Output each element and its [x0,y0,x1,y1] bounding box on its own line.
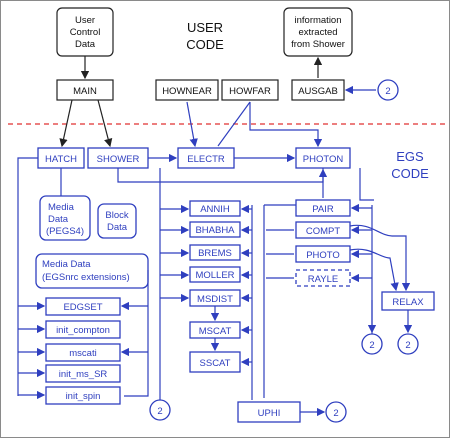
moller-label: MOLLER [195,270,234,281]
connector-circle-photon [361,333,383,355]
init-compton-label: init_compton [56,325,110,336]
shower-label: SHOWER [97,154,140,165]
photo-box[interactable]: PHOTO [295,245,351,263]
sscat-label: SSCAT [200,358,231,369]
hatch-box[interactable]: HATCH [37,147,85,169]
user-code-title-line1: USER [187,20,223,35]
brems-box[interactable]: BREMS [189,244,241,261]
hownear-box[interactable]: HOWNEAR [155,79,219,101]
main-to-hatch-arrow [59,99,73,148]
bhabha-label: BHABHA [195,225,235,236]
mscat-box[interactable]: MSCAT [189,321,241,339]
egs-code-title-line1: EGS [396,149,424,164]
user-control-line3: Data [75,39,96,50]
photon-label: PHOTON [303,154,344,165]
media-pegs-line3: (PEGS4) [46,226,84,237]
user-control-data-box[interactable]: User Control Data [56,7,114,57]
compt-to-relax-arrow [349,224,411,292]
connector-circle-ausgab [377,79,399,101]
block-data-box[interactable]: Block Data [97,203,137,239]
mscati-box[interactable]: mscati [45,343,121,362]
connector-label-ausgab: 2 [385,86,390,97]
mscat-label: MSCAT [199,326,232,337]
annih-label: ANNIH [200,204,230,215]
ausgab-box[interactable]: AUSGAB [291,79,345,101]
relax-box[interactable]: RELAX [381,291,435,311]
information-extracted-box[interactable]: information extracted from Shower [283,7,353,57]
annih-box[interactable]: ANNIH [189,200,241,217]
pair-box[interactable]: PAIR [295,199,351,217]
block-line1: Block [105,210,128,221]
init-spin-label: init_spin [66,391,101,402]
edgset-label: EDGSET [63,302,102,313]
rayle-label: RAYLE [308,274,338,285]
connector-circle-electr [149,399,171,421]
connector-circle-relax [397,333,419,355]
electr-to-hownear-arrow [186,101,198,148]
electr-box[interactable]: ELECTR [177,147,235,169]
user-control-line2: Control [70,27,101,38]
howfar-box[interactable]: HOWFAR [221,79,279,101]
rayle-box[interactable]: RAYLE [295,269,351,287]
compt-box[interactable]: COMPT [295,221,351,239]
photo-to-relax-arrow [349,248,399,292]
media-pegs-line1: Media [48,202,75,213]
msdist-label: MSDIST [197,294,233,305]
electr-to-howfar-line [217,101,251,147]
connector-label-photon: 2 [369,340,374,351]
pair-label: PAIR [312,204,334,215]
media-data-egsnrc-box[interactable]: Media Data (EGSnrc extensions) [35,253,149,289]
info-line1: information [295,15,342,26]
main-label: MAIN [73,86,97,97]
media-data-pegs4-box[interactable]: Media Data (PEGS4) [39,195,91,241]
moller-box[interactable]: MOLLER [189,266,241,283]
msdist-box[interactable]: MSDIST [189,289,241,307]
block-line2: Data [107,222,128,233]
init-right-bus [124,270,149,397]
hatch-label: HATCH [45,154,77,165]
media-pegs-line2: Data [48,214,69,225]
hatch-left-bus [17,157,38,396]
bhabha-box[interactable]: BHABHA [189,221,241,238]
photon-right-bus-top [359,168,374,201]
uphi-label: UPHI [258,408,281,419]
uphi-box[interactable]: UPHI [237,401,301,423]
main-box[interactable]: MAIN [56,79,114,101]
electr-label: ELECTR [187,154,225,165]
connector-label-uphi: 2 [333,408,338,419]
mscati-label: mscati [69,348,96,359]
media-egsnrc-line2: (EGSnrc extensions) [42,272,130,283]
brems-label: BREMS [198,248,232,259]
connector-label-relax: 2 [405,340,410,351]
init-ms-sr-label: init_ms_SR [59,369,108,380]
compt-label: COMPT [306,226,341,237]
media-egsnrc-line1: Media Data [42,259,91,270]
photo-label: PHOTO [306,250,340,261]
main-to-shower-arrow [97,99,113,148]
howfar-label: HOWFAR [229,86,271,97]
connector-label-electr: 2 [157,406,162,417]
relax-label: RELAX [392,297,424,308]
shower-to-photon-loop [117,168,328,183]
photon-box[interactable]: PHOTON [295,147,351,169]
init-compton-box[interactable]: init_compton [45,320,121,339]
edgset-box[interactable]: EDGSET [45,297,121,316]
hownear-label: HOWNEAR [162,86,212,97]
info-line3: from Shower [291,39,345,50]
user-code-title-line2: CODE [186,37,224,52]
sscat-box[interactable]: SSCAT [189,351,241,373]
init-spin-box[interactable]: init_spin [45,386,121,405]
info-line2: extracted [298,27,337,38]
shower-box[interactable]: SHOWER [87,147,149,169]
ausgab-label: AUSGAB [298,86,338,97]
photon-to-howfar-line [249,102,323,148]
egs-code-title-line2: CODE [391,166,429,181]
init-ms-sr-box[interactable]: init_ms_SR [45,364,121,383]
connector-circle-uphi [325,401,347,423]
user-control-line1: User [75,15,95,26]
